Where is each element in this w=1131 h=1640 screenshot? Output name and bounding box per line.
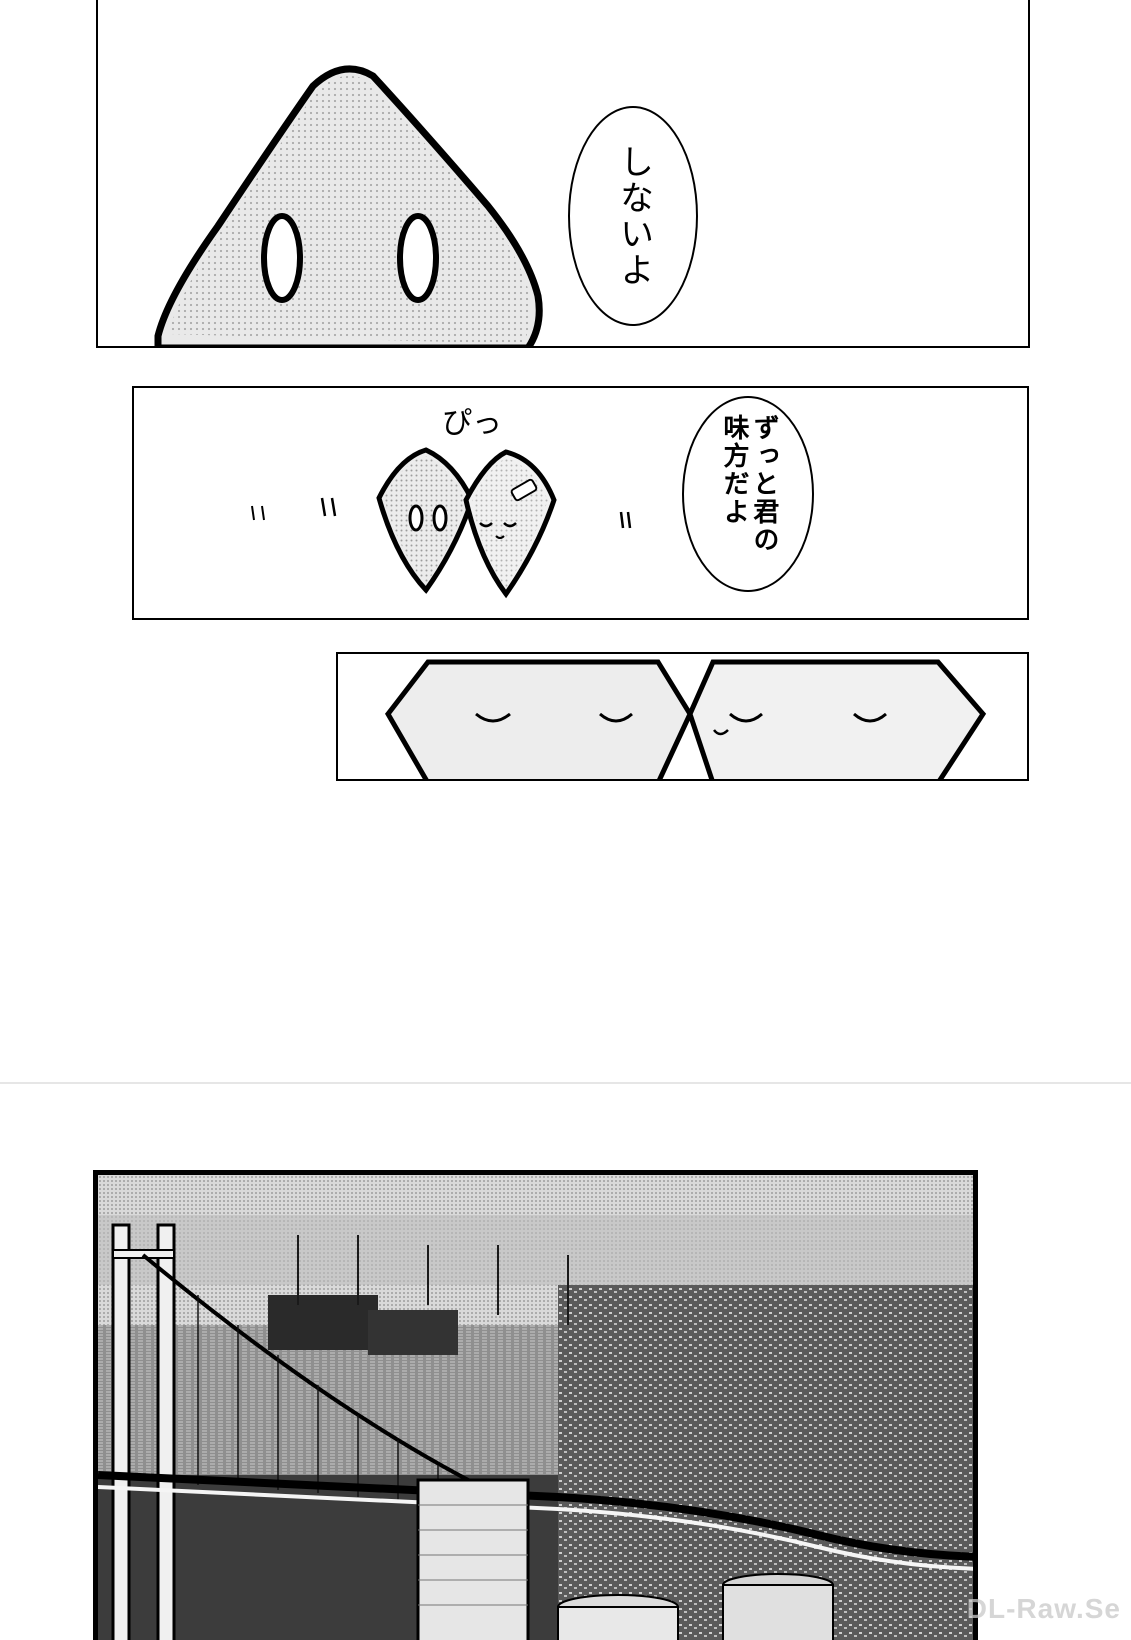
panel-2: ぴっ ずっと君の味方だよ [132, 386, 1029, 620]
watermark-text: DL-Raw.Se [966, 1593, 1121, 1624]
speech-text-2: ずっと君の味方だよ [719, 414, 779, 554]
panel-4-cityscape [93, 1170, 978, 1640]
speech-bubble-2: ずっと君の味方だよ [682, 396, 814, 592]
panel-3 [336, 652, 1029, 781]
two-slimes-cheek-touch [251, 447, 632, 599]
sfx-pi: ぴっ [442, 406, 502, 441]
two-slimes-closeup [384, 659, 987, 779]
slime-character-large [154, 65, 543, 346]
speech-bubble-1: しないよ [568, 106, 698, 326]
harbor-bridge-scene [98, 1175, 973, 1640]
speech-text-1: しないよ [613, 144, 654, 288]
page-divider [0, 1082, 1131, 1084]
panel-1: しないよ [96, 0, 1030, 348]
